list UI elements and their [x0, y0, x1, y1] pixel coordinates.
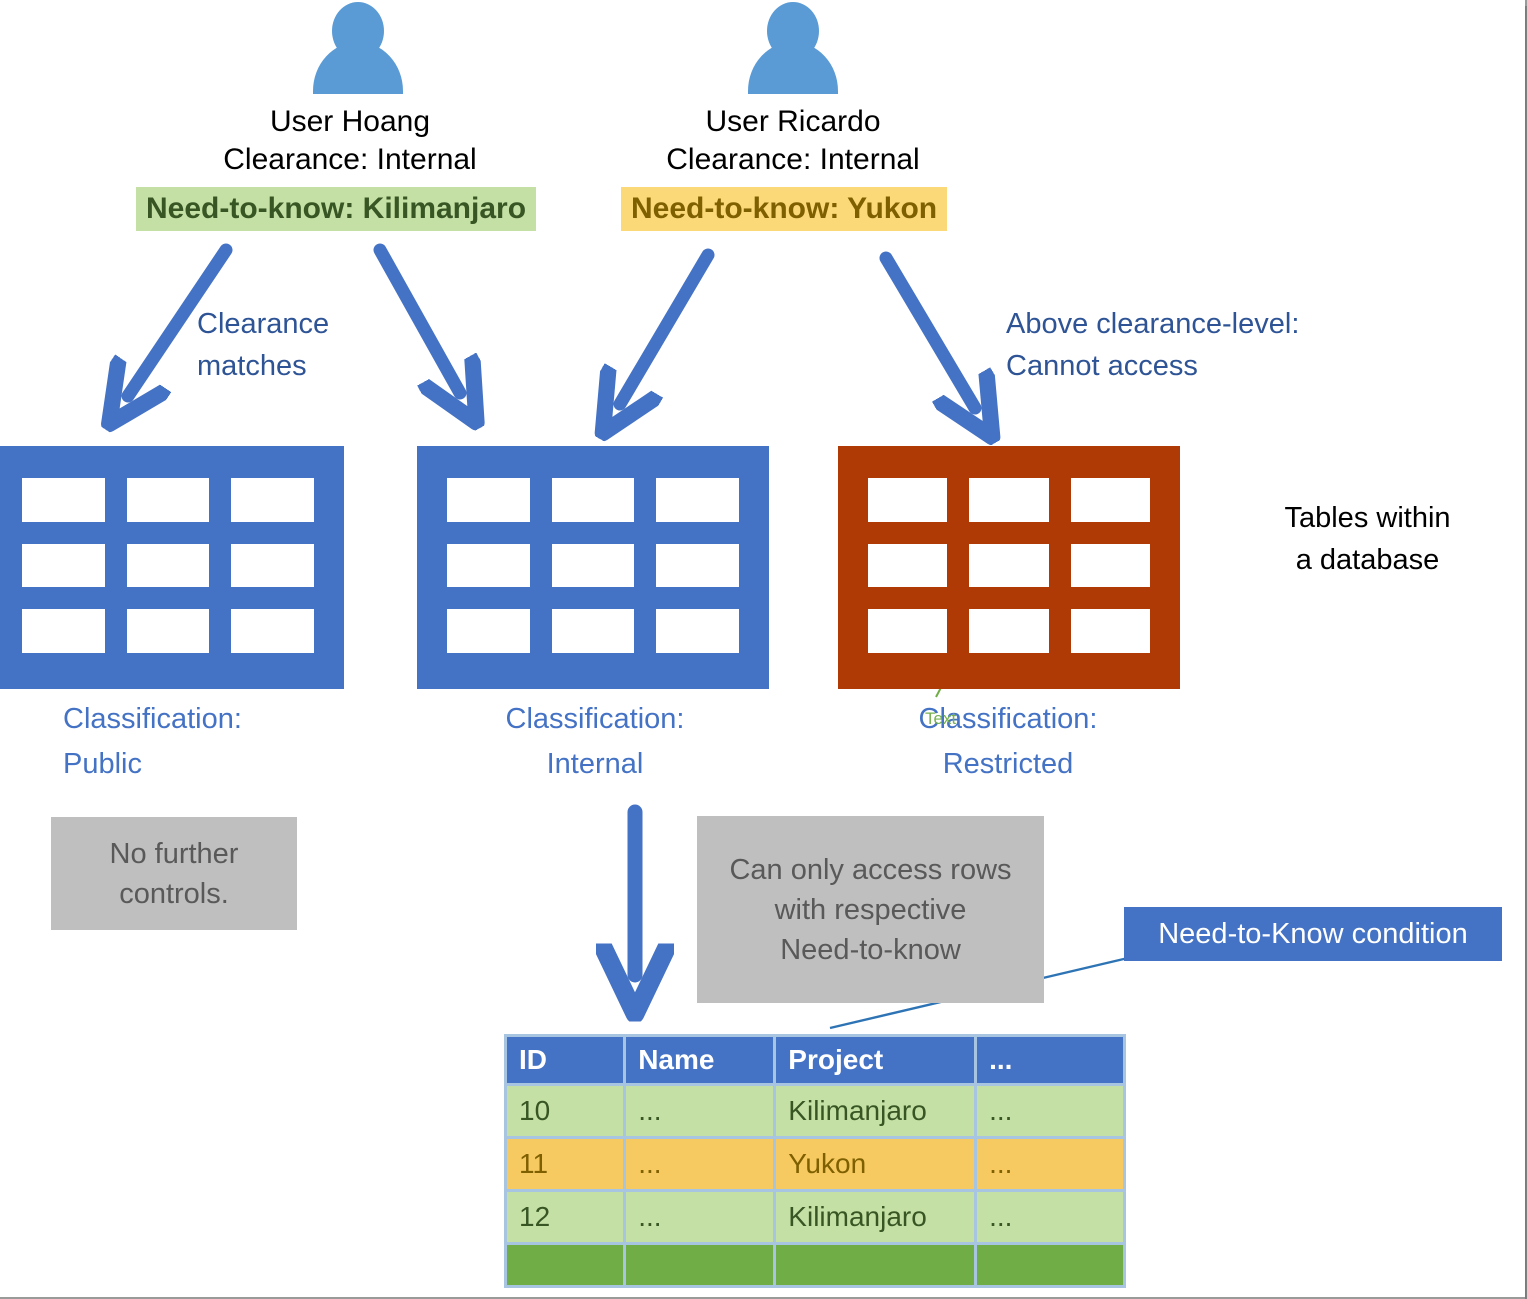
cell-name: ...: [626, 1139, 774, 1189]
db-cell: [447, 609, 530, 653]
classification-restricted-line2: Restricted: [942, 748, 1074, 780]
note-row-level-access-line2: with respective: [774, 893, 967, 926]
db-cell: [126, 543, 210, 588]
table-row: 10 ... Kilimanjaro ...: [507, 1086, 1123, 1136]
column-header-more[interactable]: ...: [977, 1037, 1123, 1083]
classification-caption-restricted: Classification: Restricted: [843, 697, 1173, 787]
note-row-level-access: Can only access rows with respective Nee…: [697, 816, 1044, 1003]
table-row-overflow: [507, 1245, 1123, 1285]
user-ricardo-name: User Ricardo: [705, 105, 881, 138]
db-cell: [868, 609, 948, 653]
db-cell: [656, 609, 739, 653]
table-row: 12 ... Kilimanjaro ...: [507, 1192, 1123, 1242]
cell-more: ...: [977, 1139, 1123, 1189]
column-header-id[interactable]: ID: [507, 1037, 624, 1083]
tables-within-database-note: Tables within a database: [1230, 497, 1505, 581]
person-icon-ricardo: [740, 2, 846, 94]
cell-id: 10: [507, 1086, 624, 1136]
db-cell: [126, 609, 210, 653]
db-cell: [231, 543, 314, 588]
cell-overflow: [507, 1245, 624, 1285]
label-above-clearance-line2: Cannot access: [1006, 350, 1198, 382]
rows-data-table: ID Name Project ... 10 ... Kilimanjaro .…: [504, 1034, 1126, 1288]
db-cell: [22, 543, 105, 588]
cell-project: Kilimanjaro: [776, 1192, 975, 1242]
db-table-icon-internal: [417, 446, 769, 689]
db-cell: [868, 478, 948, 522]
label-above-clearance: Above clearance-level: Cannot access: [1006, 303, 1426, 387]
note-no-further-controls-line2: controls.: [119, 877, 229, 910]
table-row: 11 ... Yukon ...: [507, 1139, 1123, 1189]
db-cell: [551, 478, 635, 522]
db-cell: [1070, 609, 1150, 653]
column-header-project[interactable]: Project: [776, 1037, 975, 1083]
user-hoang-name: User Hoang: [269, 105, 431, 138]
table-header-row: ID Name Project ...: [507, 1037, 1123, 1083]
cell-id: 12: [507, 1192, 624, 1242]
cell-overflow: [626, 1245, 774, 1285]
stray-text-artifact: Text: [925, 709, 957, 728]
db-cell: [969, 478, 1049, 522]
db-cell: [126, 478, 210, 522]
cell-overflow: [977, 1245, 1123, 1285]
cell-project: Yukon: [776, 1139, 975, 1189]
user-ricardo-need-to-know-badge: Need-to-know: Yukon: [621, 187, 948, 231]
cell-name: ...: [626, 1192, 774, 1242]
cell-more: ...: [977, 1192, 1123, 1242]
note-row-level-access-line3: Need-to-know: [780, 933, 961, 966]
classification-caption-public: Classification: Public: [63, 697, 383, 787]
person-icon-hoang: [305, 2, 411, 94]
db-cell: [1070, 543, 1150, 588]
cell-id: 11: [507, 1139, 624, 1189]
db-cell: [447, 478, 530, 522]
db-cell: [447, 543, 530, 588]
classification-restricted-line1: Classification:: [918, 703, 1098, 735]
db-cell: [551, 543, 635, 588]
cell-overflow: [776, 1245, 975, 1285]
classification-internal-line2: Internal: [546, 748, 644, 780]
db-cell: [656, 478, 739, 522]
cell-more: ...: [977, 1086, 1123, 1136]
tables-note-line2: a database: [1295, 544, 1440, 576]
label-clearance-matches: Clearance matches: [197, 303, 407, 387]
person-body-icon: [313, 42, 403, 94]
tables-note-line1: Tables within: [1284, 502, 1451, 534]
db-cell: [551, 609, 635, 653]
note-no-further-controls: No further controls.: [51, 817, 297, 930]
db-cell: [1070, 478, 1150, 522]
db-cell: [231, 609, 314, 653]
db-cell: [969, 609, 1049, 653]
cell-name: ...: [626, 1086, 774, 1136]
arrow-ricardo-to-restricted: [879, 251, 975, 408]
user-ricardo-clearance: Clearance: Internal: [666, 143, 920, 176]
db-cell: [22, 609, 105, 653]
db-cell: [969, 543, 1049, 588]
classification-caption-internal: Classification: Internal: [430, 697, 760, 787]
db-table-icon-public: [0, 446, 344, 689]
db-cell: [868, 543, 948, 588]
db-cell: [656, 543, 739, 588]
classification-internal-line1: Classification:: [505, 703, 685, 735]
label-above-clearance-line1: Above clearance-level:: [1006, 308, 1300, 340]
column-header-name[interactable]: Name: [626, 1037, 774, 1083]
classification-public-line1: Classification:: [63, 703, 242, 735]
label-clearance-matches-line2: matches: [197, 350, 307, 382]
user-hoang-clearance: Clearance: Internal: [223, 143, 477, 176]
note-no-further-controls-line1: No further: [109, 837, 239, 870]
db-cell: [231, 478, 314, 522]
classification-public-line2: Public: [63, 748, 142, 780]
db-cell: [22, 478, 105, 522]
arrow-ricardo-to-internal: [620, 248, 715, 404]
label-clearance-matches-line1: Clearance: [197, 308, 330, 340]
user-hoang-need-to-know-badge: Need-to-know: Kilimanjaro: [136, 187, 537, 231]
callout-need-to-know-condition[interactable]: Need-to-Know condition: [1124, 907, 1502, 961]
person-body-icon: [748, 42, 838, 94]
cell-project: Kilimanjaro: [776, 1086, 975, 1136]
note-row-level-access-line1: Can only access rows: [729, 853, 1012, 886]
db-table-icon-restricted: [838, 446, 1180, 689]
